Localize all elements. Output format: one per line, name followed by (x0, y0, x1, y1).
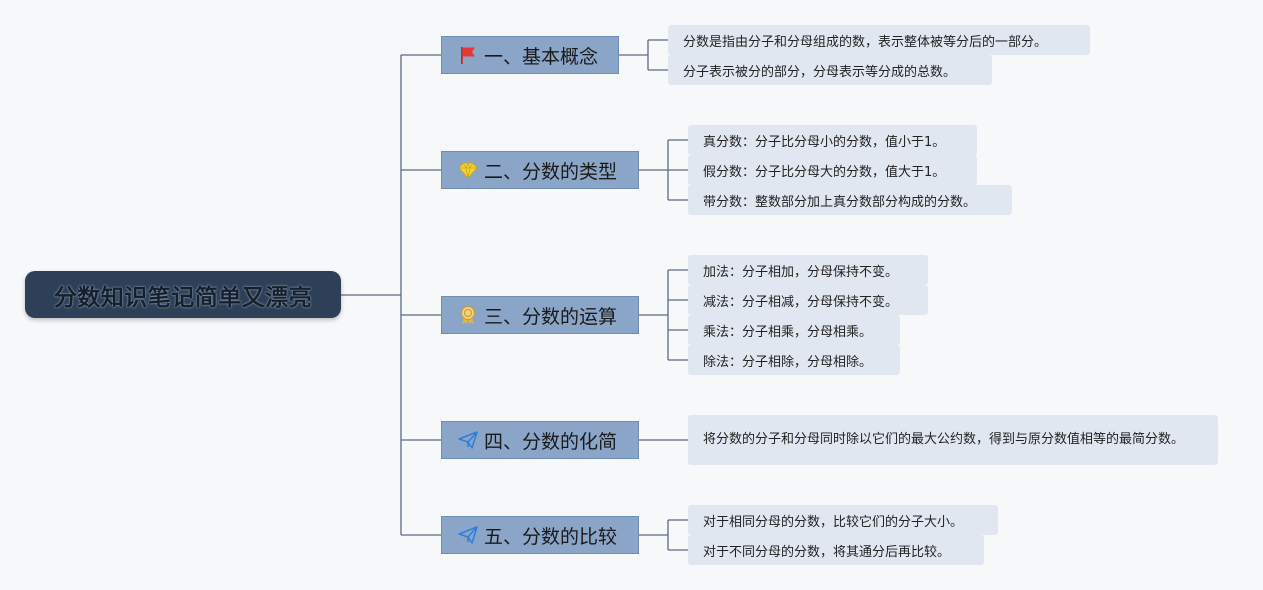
branch-node-operations[interactable]: 三、分数的运算 (441, 296, 639, 334)
leaf-node[interactable]: 真分数：分子比分母小的分数，值小于1。 (688, 125, 977, 155)
connector-leaf-2 (638, 139, 688, 201)
leaf-text: 将分数的分子和分母同时除以它们的最大公约数，得到与原分数值相等的最简分数。 (703, 432, 1185, 447)
diamond-icon (457, 159, 479, 181)
leaf-text: 分数是指由分子和分母组成的数，表示整体被等分后的一部分。 (683, 34, 1048, 50)
leaf-node[interactable]: 减法：分子相减，分母保持不变。 (688, 285, 928, 315)
award-medal-icon (457, 304, 479, 326)
leaf-node[interactable]: 乘法：分子相乘，分母相乘。 (688, 315, 900, 345)
leaf-text: 对于不同分母的分数，将其通分后再比较。 (703, 544, 951, 560)
leaf-text: 减法：分子相减，分母保持不变。 (703, 294, 899, 310)
leaf-text: 带分数：整数部分加上真分数部分构成的分数。 (703, 194, 977, 210)
leaf-node[interactable]: 将分数的分子和分母同时除以它们的最大公约数，得到与原分数值相等的最简分数。 (688, 415, 1218, 465)
root-label: 分数知识笔记简单又漂亮 (53, 284, 313, 311)
connector-leaf-1 (618, 39, 668, 71)
root-node[interactable]: 分数知识笔记简单又漂亮 (25, 271, 341, 318)
connector-leaf-3 (638, 269, 688, 361)
branch-label: 二、分数的类型 (484, 160, 618, 183)
leaf-text: 假分数：分子比分母大的分数，值大于1。 (703, 164, 946, 180)
leaf-text: 乘法：分子相乘，分母相乘。 (703, 324, 873, 340)
leaf-node[interactable]: 除法：分子相除，分母相除。 (688, 345, 900, 375)
red-flag-icon (457, 44, 479, 66)
branch-node-comparison[interactable]: 五、分数的比较 (441, 516, 639, 554)
leaf-node[interactable]: 分数是指由分子和分母组成的数，表示整体被等分后的一部分。 (668, 25, 1090, 55)
leaf-node[interactable]: 带分数：整数部分加上真分数部分构成的分数。 (688, 185, 1012, 215)
leaf-node[interactable]: 对于相同分母的分数，比较它们的分子大小。 (688, 505, 998, 535)
branch-label: 一、基本概念 (484, 45, 599, 68)
leaf-node[interactable]: 对于不同分母的分数，将其通分后再比较。 (688, 535, 984, 565)
leaf-node[interactable]: 加法：分子相加，分母保持不变。 (688, 255, 928, 285)
leaf-text: 真分数：分子比分母小的分数，值小于1。 (703, 134, 946, 150)
leaf-text: 对于相同分母的分数，比较它们的分子大小。 (703, 514, 964, 530)
connector-leaf-5 (638, 519, 688, 551)
leaf-text: 加法：分子相加，分母保持不变。 (703, 264, 899, 280)
branch-node-simplification[interactable]: 四、分数的化简 (441, 421, 639, 459)
paper-plane-icon (457, 524, 479, 546)
branch-label: 四、分数的化简 (484, 430, 618, 453)
paper-plane-icon (457, 429, 479, 451)
branch-node-types[interactable]: 二、分数的类型 (441, 151, 639, 189)
branch-label: 五、分数的比较 (484, 525, 618, 548)
leaf-text: 分子表示被分的部分，分母表示等分成的总数。 (683, 64, 957, 80)
leaf-node[interactable]: 分子表示被分的部分，分母表示等分成的总数。 (668, 55, 992, 85)
leaf-node[interactable]: 假分数：分子比分母大的分数，值大于1。 (688, 155, 977, 185)
branch-label: 三、分数的运算 (484, 305, 618, 328)
branch-node-basic-concept[interactable]: 一、基本概念 (441, 36, 619, 74)
leaf-text: 除法：分子相除，分母相除。 (703, 354, 873, 370)
